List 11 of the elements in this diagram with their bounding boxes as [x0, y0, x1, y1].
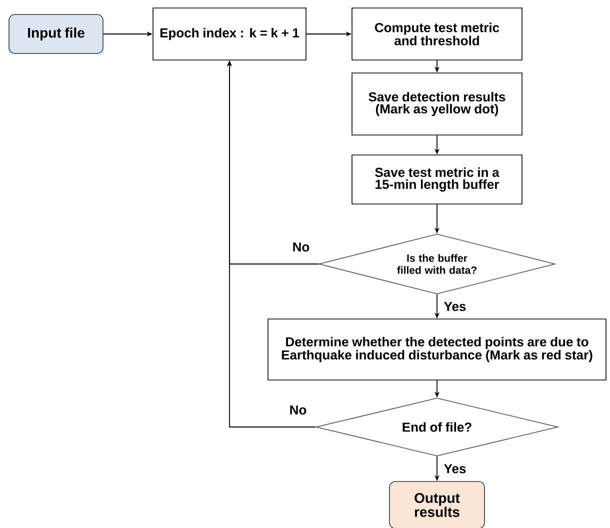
edge-label: No: [291, 241, 311, 253]
terminal-box: Output results: [389, 481, 485, 528]
edge-label: No: [288, 404, 308, 416]
process-box: Determine whether the detected points are due to Earthquake induced disturbance (Mark as red star): [268, 318, 606, 380]
process-box: Epoch index : k = k + 1: [152, 8, 306, 60]
edge-label: Yes: [442, 300, 468, 312]
edge-label: Yes: [442, 463, 468, 474]
terminal-box: Input file: [8, 14, 104, 54]
process-box: Compute test metric and threshold: [352, 8, 522, 60]
process-box: Save detection results (Mark as yellow dot): [352, 72, 522, 136]
process-box: Save test metric in a 15-min length buffer: [352, 154, 522, 204]
